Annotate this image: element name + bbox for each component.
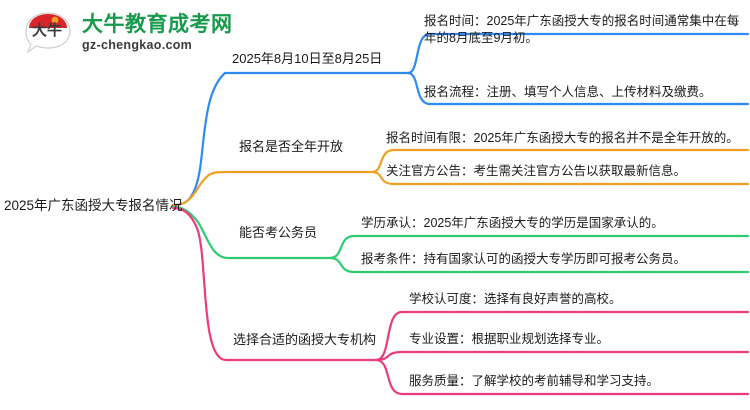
site-logo: 大牛 大牛教育成考网 gz-chengkao.com — [22, 10, 233, 56]
mindmap-branch-node-4[interactable]: 选择合适的函授大专机构 — [233, 332, 377, 347]
connector-root-to-branch-2 — [171, 170, 374, 207]
connector-branch-1-to-leaf-2 — [406, 71, 750, 106]
logo-mark-icon: 大牛 — [22, 10, 74, 56]
connector-branch-3-to-leaf-1 — [328, 234, 750, 260]
mindmap-branch-node-1[interactable]: 2025年8月10日至8月25日 — [232, 51, 383, 66]
mindmap-leaf-node-2-2[interactable]: 关注官方公告：考生需关注官方公告以获取最新信息。 — [386, 164, 687, 178]
connector-branch-4-to-leaf-1 — [374, 310, 750, 362]
connector-branch-3-to-leaf-2 — [328, 256, 750, 274]
svg-text:大牛: 大牛 — [32, 21, 62, 39]
mindmap-leaf-node-4-1[interactable]: 学校认可度：选择有良好声誉的高校。 — [409, 292, 622, 306]
logo-name-cn: 大牛教育成考网 — [82, 13, 233, 37]
mindmap-branch-node-2[interactable]: 报名是否全年开放 — [239, 139, 344, 154]
connector-branch-4-to-leaf-3 — [374, 358, 750, 396]
connector-branch-1-to-leaf-1 — [406, 32, 750, 75]
mindmap-branch-node-3[interactable]: 能否考公务员 — [239, 225, 318, 240]
logo-name-en: gz-chengkao.com — [82, 38, 193, 53]
mindmap-leaf-node-4-3[interactable]: 服务质量：了解学校的考前辅导和学习支持。 — [409, 374, 660, 388]
connector-branch-4-to-leaf-2 — [374, 350, 750, 362]
mindmap-leaf-node-1-1[interactable]: 报名时间：2025年广东函授大专的报名时间通常集中在每年的8月底至9月初。 — [424, 14, 740, 45]
mindmap-leaf-node-3-1[interactable]: 学历承认：2025年广东函授大专的学历是国家承认的。 — [361, 216, 664, 230]
connector-root-to-branch-3 — [171, 205, 332, 260]
mindmap-leaf-node-2-1[interactable]: 报名时间有限：2025年广东函授大专的报名并不是全年开放的。 — [386, 131, 739, 145]
connector-branch-2-to-leaf-2 — [370, 170, 750, 186]
mindmap-leaf-node-1-2[interactable]: 报名流程：注册、填写个人信息、上传材料及缴费。 — [424, 85, 712, 99]
mindmap-root-node[interactable]: 2025年广东函授大专报名情况 — [4, 198, 183, 213]
connector-branch-2-to-leaf-1 — [370, 148, 750, 174]
mindmap-leaf-node-4-2[interactable]: 专业设置：根据职业规划选择专业。 — [409, 332, 610, 346]
mindmap-leaf-node-3-2[interactable]: 报考条件：持有国家认可的函授大专学历即可报考公务员。 — [361, 252, 687, 266]
connector-root-to-branch-4 — [171, 206, 378, 362]
